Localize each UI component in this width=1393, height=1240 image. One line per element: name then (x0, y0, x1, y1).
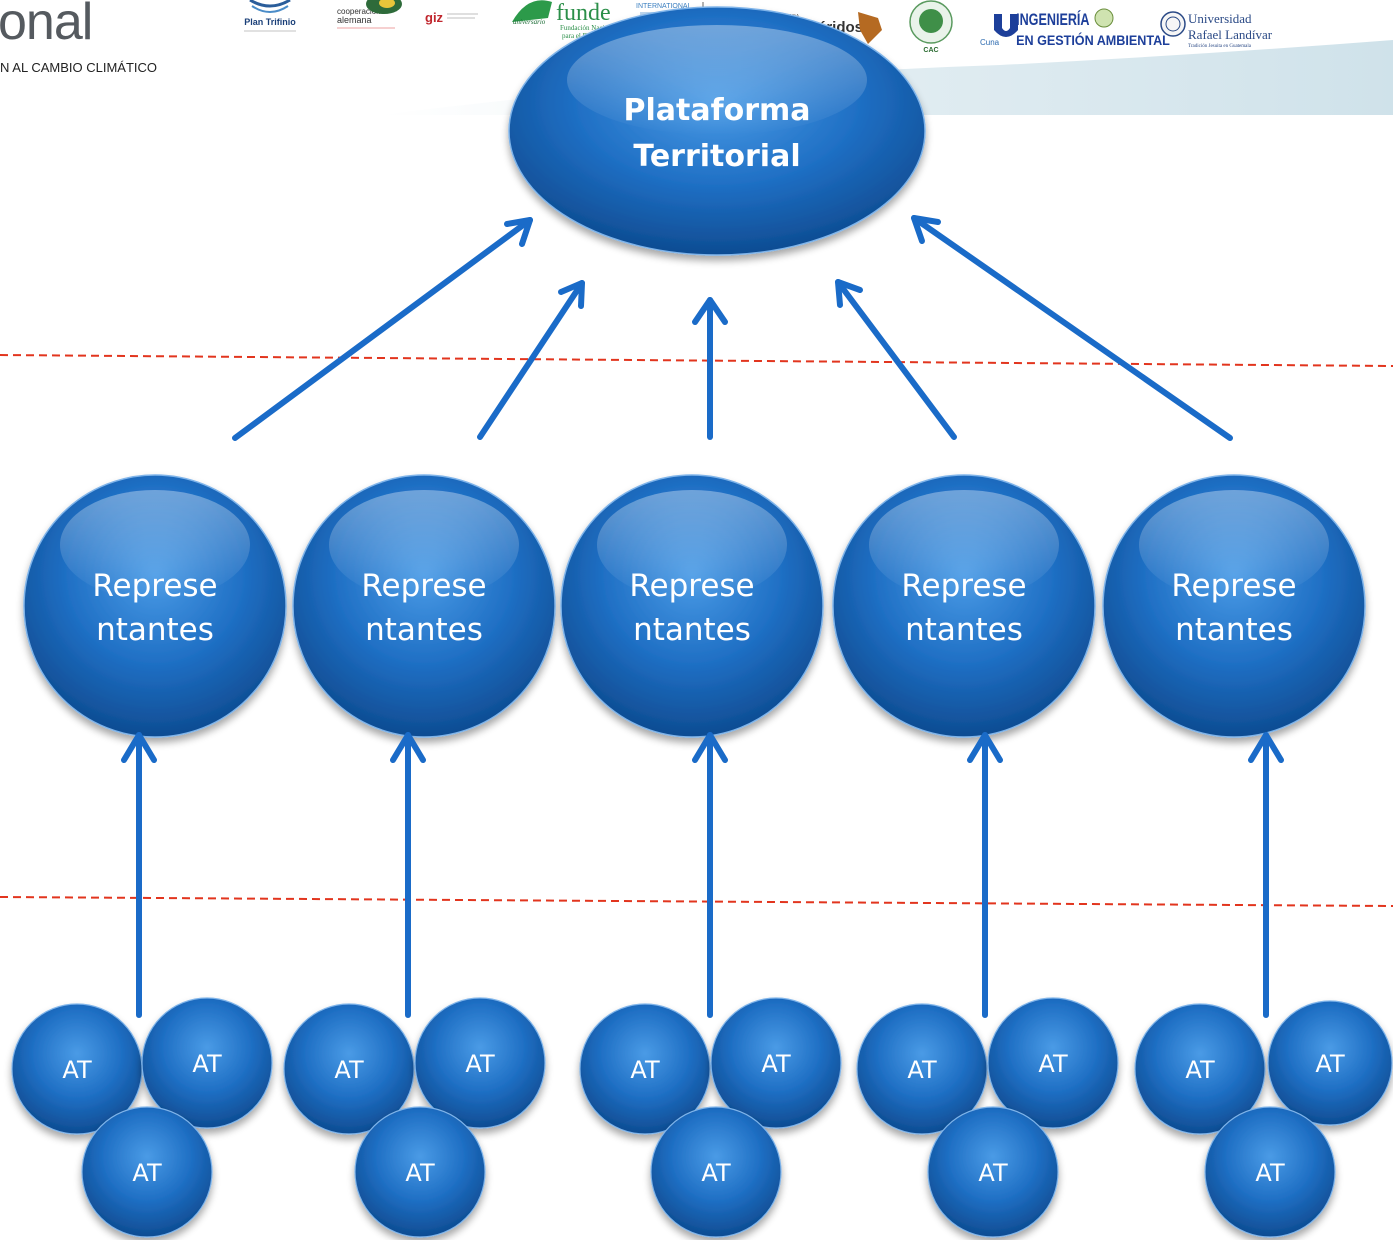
svg-text:Universidad: Universidad (1188, 11, 1252, 26)
representative-node-5: Represe ntantes (1102, 474, 1366, 738)
svg-text:giz: giz (425, 10, 444, 25)
representative-label-3b: ntantes (633, 612, 751, 648)
at-group-5: AT AT AT (1134, 1000, 1393, 1238)
svg-text:Cuna: Cuna (980, 38, 1000, 47)
at-label: AT (761, 1050, 791, 1078)
representative-label-5a: Represe (1171, 568, 1296, 604)
at-label: AT (907, 1056, 937, 1084)
at-group-4: AT AT AT (856, 997, 1119, 1238)
at-label: AT (62, 1056, 92, 1084)
representative-label-2b: ntantes (365, 612, 483, 648)
representative-label-3a: Represe (629, 568, 754, 604)
arrow-rep5-to-platform (911, 215, 1233, 441)
at-label: AT (1255, 1159, 1285, 1187)
at-group-3: AT AT AT (579, 997, 842, 1238)
representative-label-1a: Represe (92, 568, 217, 604)
arrow-rep1-to-platform (232, 217, 533, 441)
svg-text:Tradición Jesuita en Guatemala: Tradición Jesuita en Guatemala (1188, 44, 1252, 49)
lower-dashed-separator (0, 896, 1393, 907)
representative-label-2a: Represe (361, 568, 486, 604)
svg-text:INGENIERÍA: INGENIERÍA (1016, 10, 1090, 29)
at-group-1: AT AT AT (11, 997, 273, 1238)
arrow-rep2-to-platform (477, 280, 585, 440)
at-label: AT (701, 1159, 731, 1187)
arrow-at2-to-rep2 (390, 732, 426, 1018)
url-logo: Universidad Rafael Landívar Tradición Je… (1160, 11, 1273, 49)
svg-text:aniversario: aniversario (513, 18, 546, 26)
at-label: AT (465, 1050, 495, 1078)
arrow-rep4-to-platform (835, 279, 957, 440)
svg-text:CAC: CAC (923, 47, 938, 54)
at-label: AT (1315, 1050, 1345, 1078)
at-label: AT (630, 1056, 660, 1084)
at-label: AT (132, 1159, 162, 1187)
svg-text:EN GESTIÓN AMBIENTAL: EN GESTIÓN AMBIENTAL (1016, 32, 1170, 48)
header-title-fragment: onal (0, 0, 93, 51)
arrow-at4-to-rep4 (967, 732, 1003, 1018)
representative-label-4b: ntantes (905, 612, 1023, 648)
platform-label-line1: Plataforma (623, 93, 810, 128)
at-label: AT (978, 1159, 1008, 1187)
arrows-to-representatives (121, 732, 1284, 1018)
at-node-4c: AT (927, 1106, 1059, 1238)
svg-text:Fundación Nacional: Fundación Nacional (560, 24, 617, 32)
giz-logo: giz (425, 10, 478, 25)
representative-label-4a: Represe (901, 568, 1026, 604)
platform-node (508, 6, 926, 256)
at-node-5a: AT (1134, 1003, 1266, 1135)
at-node-1c: AT (81, 1106, 213, 1238)
arrow-rep3-to-platform (692, 297, 728, 440)
at-node-3c: AT (650, 1106, 782, 1238)
at-label: AT (405, 1159, 435, 1187)
at-node-2c: AT (354, 1106, 486, 1238)
at-node-2b: AT (414, 997, 546, 1129)
at-node-3a: AT (579, 1003, 711, 1135)
svg-text:Rafael Landívar: Rafael Landívar (1188, 27, 1273, 42)
representative-label-5b: ntantes (1175, 612, 1293, 648)
ingenieria-logo: INGENIERÍA EN GESTIÓN AMBIENTAL Cuna (980, 8, 1170, 48)
platform-label-line2: Territorial (633, 139, 800, 174)
representative-node-4: Represe ntantes (832, 474, 1096, 738)
at-node-2a: AT (283, 1003, 415, 1135)
plan-trifinio-logo: Plan Trifinio (244, 0, 296, 32)
representative-label-1b: ntantes (96, 612, 214, 648)
representative-node-2: Represe ntantes (292, 474, 556, 738)
arrow-at1-to-rep1 (121, 732, 157, 1018)
representative-node-1: Represe ntantes (23, 474, 287, 738)
at-label: AT (334, 1056, 364, 1084)
svg-text:INTERNATIONAL: INTERNATIONAL (636, 3, 692, 10)
at-label: AT (1185, 1056, 1215, 1084)
representatives-row: Represe ntantes Represe ntantes Represe … (23, 474, 1366, 738)
upper-dashed-separator (0, 354, 1393, 367)
at-node-3b: AT (710, 997, 842, 1129)
at-groups-row: AT AT AT AT AT AT AT AT AT AT AT AT AT A… (11, 997, 1393, 1238)
at-label: AT (192, 1050, 222, 1078)
at-node-4a: AT (856, 1003, 988, 1135)
at-label: AT (1038, 1050, 1068, 1078)
at-node-5b: AT (1267, 1000, 1393, 1126)
representative-node-3: Represe ntantes (560, 474, 824, 738)
cooperacion-alemana-logo: cooperación alemana (337, 0, 402, 29)
arrow-at3-to-rep3 (692, 732, 728, 1018)
svg-text:alemana: alemana (337, 15, 372, 25)
svg-text:cooperación: cooperación (337, 7, 381, 16)
at-node-5c: AT (1204, 1106, 1336, 1238)
at-node-4b: AT (987, 997, 1119, 1129)
at-node-1b: AT (141, 997, 273, 1129)
header-subtitle-fragment: N AL CAMBIO CLIMÁTICO (0, 60, 157, 75)
cac-logo: CAC (909, 0, 953, 54)
arrows-to-platform (232, 215, 1233, 441)
at-group-2: AT AT AT (283, 997, 546, 1238)
arrow-at5-to-rep5 (1248, 732, 1284, 1018)
plan-trifinio-text: Plan Trifinio (244, 17, 296, 27)
svg-text:funde: funde (556, 0, 611, 26)
